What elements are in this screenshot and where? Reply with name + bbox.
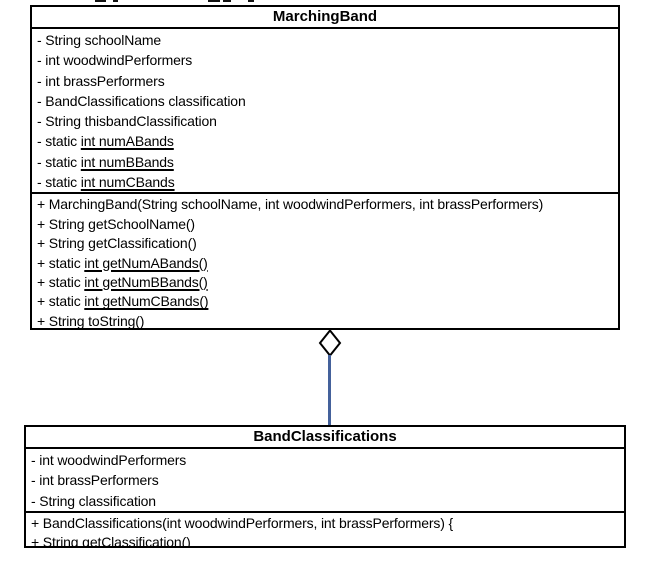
attribute-row: - BandClassifications classification bbox=[37, 92, 246, 109]
method-row: + static int getNumABands() bbox=[37, 254, 614, 273]
member-prefix: - static bbox=[37, 153, 81, 170]
marchingband-methods-section: + MarchingBand(String schoolName, int wo… bbox=[32, 194, 618, 329]
static-member-underlined: int numCBands bbox=[80, 174, 175, 191]
attribute-row: - int brassPerformers bbox=[37, 72, 165, 89]
attribute-row: - int brassPerformers bbox=[31, 472, 159, 489]
cropped-text-fragment bbox=[208, 0, 220, 2]
attribute-row: - static int numBBands bbox=[37, 152, 614, 172]
bandclassifications-attributes-section: - int woodwindPerformers - int brassPerfo… bbox=[26, 449, 624, 513]
member-prefix: + static bbox=[37, 274, 85, 290]
method-row: + String toString() bbox=[37, 312, 145, 329]
static-member-underlined: int getNumCBands() bbox=[84, 293, 209, 310]
method-row: + static int getNumBBands() bbox=[37, 273, 614, 292]
cropped-text-fragment bbox=[95, 0, 106, 2]
bandclassifications-methods-section: + BandClassifications(int woodwindPerfor… bbox=[26, 513, 624, 548]
marchingband-attributes-section: - String schoolName - int woodwindPerform… bbox=[32, 29, 618, 195]
cropped-text-fragment bbox=[223, 0, 231, 2]
class-title-marchingband: MarchingBand bbox=[32, 7, 618, 29]
method-row: + String getSchoolName() bbox=[37, 215, 195, 232]
static-member-underlined: int numBBands bbox=[80, 153, 174, 170]
attribute-row: - int woodwindPerformers bbox=[37, 52, 193, 69]
method-row: + String getClassification() bbox=[37, 235, 197, 252]
static-member-underlined: int getNumABands() bbox=[84, 254, 208, 271]
static-member-underlined: int numABands bbox=[80, 133, 174, 150]
method-row: + String getClassification() bbox=[31, 534, 191, 548]
cropped-text-fragment bbox=[113, 0, 118, 2]
class-box-bandclassifications: BandClassifications - int woodwindPerfor… bbox=[24, 425, 626, 548]
attribute-row: - String thisbandClassification bbox=[37, 113, 217, 130]
aggregation-diamond-icon bbox=[318, 329, 342, 357]
cropped-text-fragment bbox=[248, 0, 254, 2]
member-prefix: + static bbox=[37, 293, 85, 310]
member-prefix: - static bbox=[37, 133, 81, 150]
method-row: + static int getNumCBands() bbox=[37, 292, 614, 311]
method-row: + BandClassifications(int woodwindPerfor… bbox=[31, 514, 454, 531]
attribute-row: - static int numCBands bbox=[37, 172, 614, 192]
attribute-row: - static int numABands bbox=[37, 131, 614, 151]
attribute-row: - String classification bbox=[31, 492, 156, 509]
aggregation-line bbox=[328, 355, 331, 425]
member-prefix: + static bbox=[37, 254, 85, 271]
attribute-row: - String schoolName bbox=[37, 32, 161, 48]
member-prefix: - static bbox=[37, 174, 81, 191]
method-row: + MarchingBand(String schoolName, int wo… bbox=[37, 196, 544, 213]
static-member-underlined: int getNumBBands() bbox=[84, 274, 208, 290]
attribute-row: - int woodwindPerformers bbox=[31, 452, 187, 468]
class-title-bandclassifications: BandClassifications bbox=[26, 427, 624, 449]
class-box-marchingband: MarchingBand - String schoolName - int wo… bbox=[30, 5, 620, 330]
